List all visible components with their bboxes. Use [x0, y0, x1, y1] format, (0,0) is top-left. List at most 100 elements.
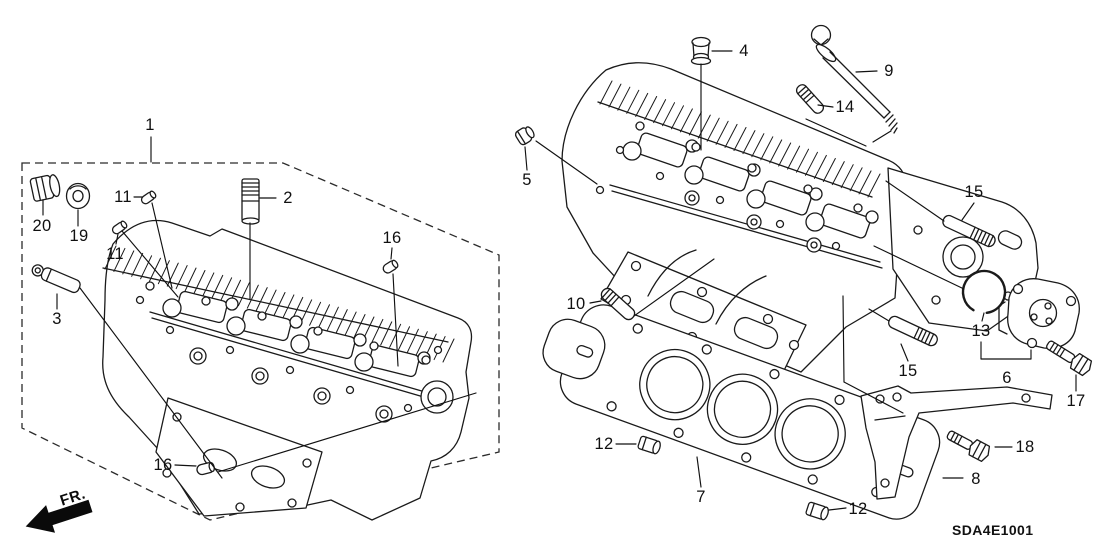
rib-hatch: [371, 318, 384, 343]
leader-line-5: [524, 146, 528, 171]
rib-hatch: [157, 260, 170, 285]
rib-hatch: [804, 151, 818, 176]
callout-17[interactable]: 17: [1066, 391, 1086, 410]
part-11-pin: [140, 190, 157, 205]
callout-16[interactable]: 16: [153, 455, 173, 474]
rib-hatch: [300, 299, 313, 324]
leader-line-14: [817, 104, 834, 108]
rib-hatch: [751, 133, 765, 158]
leader-line-7: [696, 456, 702, 488]
leader-line-16: [392, 273, 399, 367]
callout-2[interactable]: 2: [283, 188, 293, 207]
leader-line-9: [855, 70, 878, 73]
leader-line-9: [872, 130, 892, 143]
callout-12[interactable]: 12: [848, 499, 868, 518]
rib-hatch: [389, 323, 402, 348]
callout-20[interactable]: 20: [32, 216, 52, 235]
leader-line-14: [805, 118, 867, 147]
part-15-stud-bolt: [888, 315, 938, 347]
part-5-sealing-bolt: [514, 126, 535, 146]
callout-11[interactable]: 11: [114, 187, 132, 206]
leader-line-15: [961, 202, 975, 221]
rib-hatch: [760, 136, 774, 161]
rib-hatch: [344, 311, 357, 336]
callout-7[interactable]: 7: [696, 487, 706, 506]
rib-hatch: [309, 301, 322, 326]
part-8-bracket: [860, 385, 1053, 500]
callout-11[interactable]: 11: [106, 244, 124, 263]
callout-1[interactable]: 1: [145, 115, 155, 134]
rib-hatch: [653, 99, 667, 124]
rib-hatch: [104, 245, 117, 270]
rib-hatch: [706, 117, 720, 142]
rib-hatch: [849, 167, 863, 192]
callout-6[interactable]: 6: [1002, 368, 1012, 387]
callout-15[interactable]: 15: [898, 361, 918, 380]
rib-hatch: [273, 292, 286, 316]
rib-hatch: [282, 294, 295, 319]
diagram-code: SDA4E1001: [952, 522, 1034, 538]
small-parts: [29, 24, 1093, 521]
part-11-pin: [111, 220, 128, 235]
callout-16[interactable]: 16: [382, 228, 402, 247]
rib-hatch: [769, 139, 783, 164]
part-17-bolt: [1046, 340, 1093, 377]
part-13-o-ring: [961, 269, 1007, 315]
rib-hatch: [644, 96, 658, 120]
rib-hatch: [688, 111, 702, 136]
rib-hatch: [840, 164, 854, 189]
callout-8[interactable]: 8: [971, 469, 981, 488]
rib-hatch: [140, 255, 153, 280]
callout-10[interactable]: 10: [566, 294, 586, 313]
rear-cylinder-head-drawing: [102, 219, 473, 521]
rib-hatch: [599, 80, 613, 105]
rib-hatch: [635, 92, 649, 117]
part-4-valve-stem-seal: [690, 36, 712, 66]
rib-hatch: [131, 252, 144, 277]
part-3-dowel-rod: [31, 264, 81, 294]
part-12-dowel: [637, 435, 661, 455]
callout-15[interactable]: 15: [964, 182, 984, 201]
part-7-head-gasket: [542, 304, 941, 520]
callout-12[interactable]: 12: [594, 434, 614, 453]
callout-5[interactable]: 5: [522, 170, 532, 189]
leader-line-5: [535, 140, 598, 185]
part-12-dowel: [805, 501, 829, 521]
leader-line-8: [843, 381, 904, 414]
leader-line-11: [115, 233, 119, 245]
rib-hatch: [353, 314, 366, 339]
rib-hatch: [166, 262, 179, 287]
rib-hatch: [787, 145, 801, 170]
callout-18[interactable]: 18: [1015, 437, 1035, 456]
part-9-head-bolt: [810, 24, 898, 134]
callout-3[interactable]: 3: [52, 309, 62, 328]
callout-19[interactable]: 19: [69, 226, 89, 245]
callout-4[interactable]: 4: [739, 41, 749, 60]
rib-hatch: [193, 269, 206, 294]
rib-hatch: [679, 108, 693, 133]
rib-hatch: [733, 127, 747, 151]
leader-line-12: [828, 507, 847, 511]
rib-hatch: [113, 247, 126, 272]
rib-hatch: [822, 158, 836, 182]
rib-hatch: [697, 114, 711, 139]
rib-hatch: [184, 267, 197, 292]
callout-9[interactable]: 9: [884, 61, 894, 80]
fr-direction-arrow-icon: [25, 499, 93, 533]
rib-hatch: [122, 250, 135, 275]
callout-13[interactable]: 13: [971, 321, 991, 340]
leader-line-15: [885, 180, 945, 222]
rib-hatch: [317, 304, 330, 329]
callout-14[interactable]: 14: [835, 97, 855, 116]
rib-hatch: [715, 120, 729, 145]
rib-hatch: [415, 331, 428, 356]
rib-hatch: [264, 289, 277, 314]
leader-line-10: [633, 258, 715, 317]
rib-hatch: [237, 282, 250, 307]
part-14-stud-bolt: [795, 84, 825, 114]
rib-hatch: [796, 148, 810, 173]
rib-hatch: [175, 265, 188, 290]
rib-hatch: [255, 287, 268, 312]
rib-hatch: [335, 309, 348, 334]
